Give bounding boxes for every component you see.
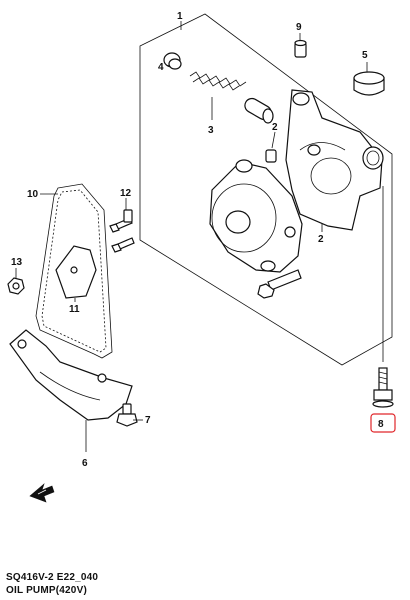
- callout-13: 13: [11, 257, 23, 268]
- part-13-nut: [7, 268, 25, 295]
- oil-pump-case: [285, 89, 384, 231]
- part-3-spring: [189, 71, 247, 120]
- callout-5: 5: [362, 50, 368, 61]
- pump-bolt: [257, 269, 302, 299]
- part-11-chain-guide: [55, 245, 97, 302]
- part-3-plunger: [244, 97, 274, 124]
- part-5-seal: [353, 62, 385, 96]
- callout-1: 1: [177, 11, 183, 22]
- front-direction-arrow-icon: [29, 483, 55, 503]
- callout-leader-2a: [271, 131, 276, 149]
- callout-10: 10: [27, 189, 39, 200]
- part-2-dowel-upper: [265, 149, 277, 163]
- part-8-highlight-box[interactable]: [370, 413, 396, 433]
- callout-3: 3: [208, 125, 214, 136]
- diagram-title: OIL PUMP(420V): [6, 585, 87, 596]
- callout-7: 7: [145, 415, 151, 426]
- part-12-bolts: [109, 198, 135, 253]
- diagram-code: SQ416V-2 E22_040: [6, 572, 99, 583]
- callout-11: 11: [69, 304, 80, 315]
- part-6-guide-plate: [9, 329, 133, 452]
- oil-pump-cover: [209, 159, 303, 273]
- part-8-bolt: [372, 186, 394, 408]
- callout-8: 8: [378, 419, 384, 430]
- callout-4: 4: [158, 62, 164, 73]
- part-9-pin: [294, 33, 307, 58]
- callout-12: 12: [120, 188, 132, 199]
- callout-9: 9: [296, 22, 302, 33]
- part-4-plug: [163, 52, 182, 70]
- assembly-box-outline: [139, 13, 393, 366]
- callout-2a: 2: [272, 122, 278, 133]
- callout-2b: 2: [318, 234, 324, 245]
- callout-6: 6: [82, 458, 88, 469]
- part-10-chain: [35, 183, 113, 359]
- part-7-bolt: [116, 403, 143, 427]
